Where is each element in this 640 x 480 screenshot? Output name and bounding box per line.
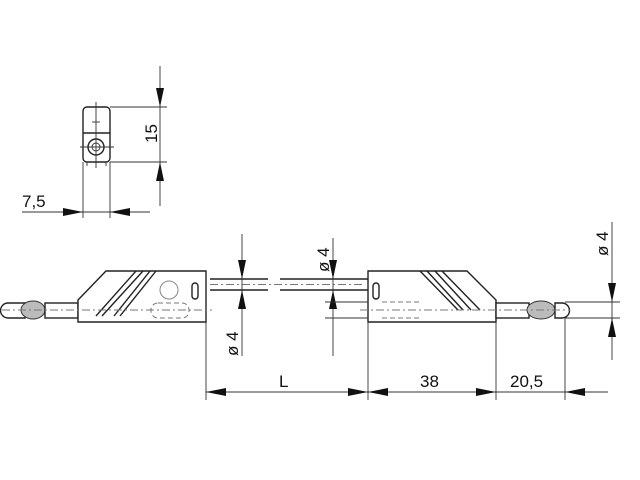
dimension-label-15: 15	[142, 124, 161, 143]
dimension-plug-diameter-right: ø 4	[565, 222, 620, 360]
cable	[210, 278, 368, 291]
length-dimensions: L 38 20,5	[205, 318, 608, 400]
left-plug	[0, 270, 212, 323]
dimension-label-L: L	[279, 372, 288, 391]
dimension-label-diameter-left: ø 4	[223, 331, 242, 356]
connector-top-view	[80, 102, 114, 168]
dimension-width: 7,5	[22, 162, 150, 218]
dimension-label-diameter-middle: ø 4	[314, 247, 333, 272]
dimension-height: 15	[110, 66, 167, 206]
dimension-label-38: 38	[420, 372, 439, 391]
dimension-label-7-5: 7,5	[22, 192, 46, 211]
dimension-label-20-5: 20,5	[510, 372, 543, 391]
dimension-cable-diameter-middle: ø 4	[314, 238, 337, 356]
dimension-cable-diameter-left: ø 4	[223, 234, 246, 356]
right-plug	[325, 270, 571, 323]
dimension-label-diameter-right: ø 4	[593, 231, 612, 256]
